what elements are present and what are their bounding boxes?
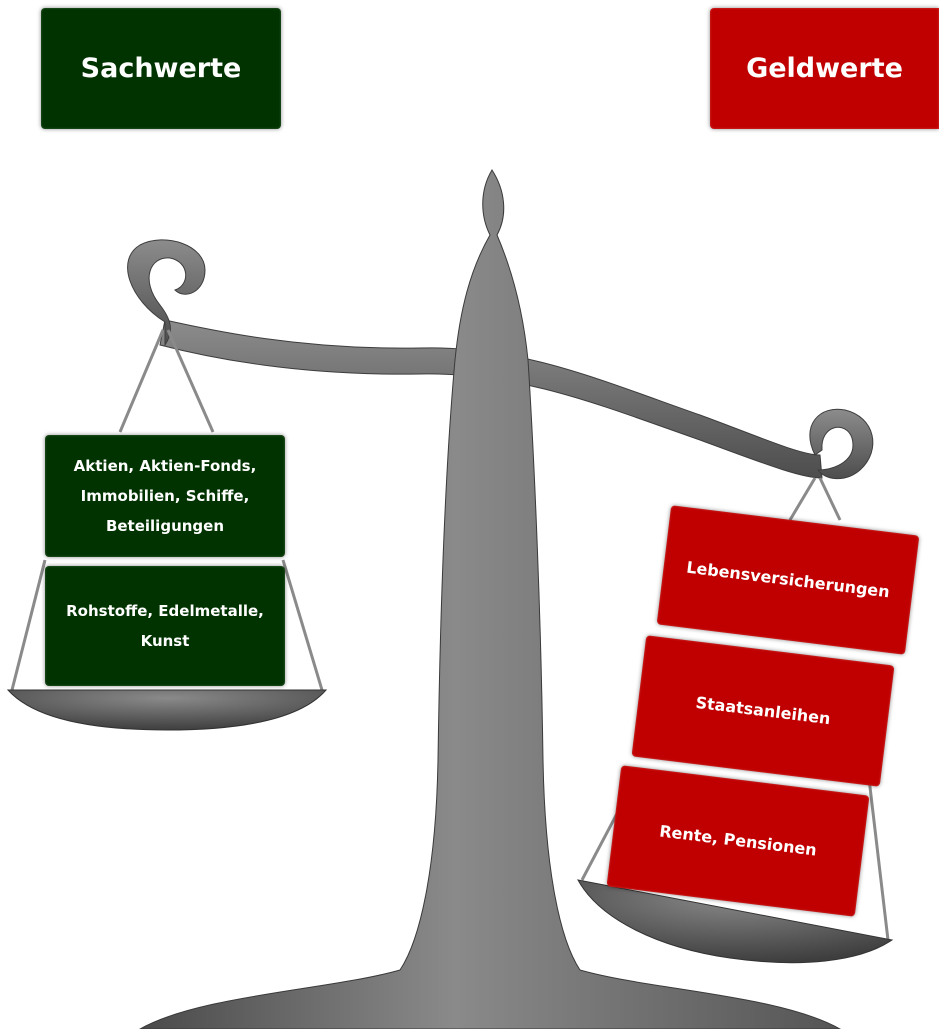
sachwerte-item-aktien: Aktien, Aktien-Fonds, Immobilien, Schiff…: [45, 435, 285, 557]
scale-left-hook: [127, 239, 206, 347]
geldwerte-header: Geldwerte: [710, 8, 939, 129]
left-pan: [6, 689, 328, 731]
scale-right-hook: [809, 408, 874, 480]
sachwerte-item-rohstoffe: Rohstoffe, Edelmetalle, Kunst: [45, 566, 285, 686]
right-pan: [577, 879, 894, 964]
scale-pillar: [138, 169, 842, 1029]
sachwerte-header: Sachwerte: [41, 8, 281, 129]
left-pan-strings: [10, 329, 324, 691]
scale-beam: [159, 319, 823, 479]
